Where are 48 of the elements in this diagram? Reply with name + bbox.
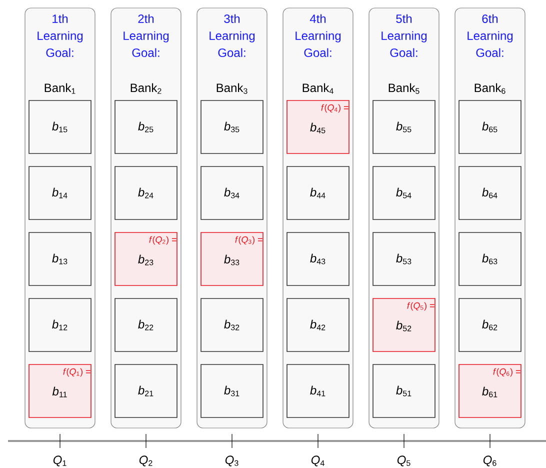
axis-label: Q$_{1}$ [53,456,66,466]
item-box: b$_{25}$ [114,100,178,154]
highlighted-item-box: f(Q$_{4}$) = b$_{45}$ [286,100,350,154]
axis-label: Q$_{3}$ [225,456,238,466]
item-box: b$_{22}$ [114,298,178,352]
item-box: b$_{54}$ [372,166,436,220]
item-box: b$_{31}$ [200,364,264,418]
item-box: b$_{64}$ [458,166,522,220]
item-box: b$_{65}$ [458,100,522,154]
item-box: b$_{32}$ [200,298,264,352]
item-box: b$_{43}$ [286,232,350,286]
highlighted-item-box: f(Q$_{2}$) = b$_{23}$ [114,232,178,286]
item-box: b$_{53}$ [372,232,436,286]
item-box: b$_{62}$ [458,298,522,352]
bank-label: Bank$_{2}$ [130,83,162,94]
column-heading: 2th Learning Goal: [124,14,169,57]
highlighted-item-box: f(Q$_{3}$) = b$_{33}$ [200,232,264,286]
item-box: b$_{63}$ [458,232,522,286]
column-heading: 5th Learning Goal: [382,14,427,57]
axis-label: Q$_{6}$ [483,456,496,466]
item-box: b$_{12}$ [28,298,92,352]
axis-label: Q$_{2}$ [139,456,152,466]
item-box: b$_{42}$ [286,298,350,352]
highlighted-item-box: f(Q$_{6}$) = b$_{61}$ [458,364,522,418]
bank-label: Bank$_{4}$ [302,83,334,94]
axis-label: Q$_{5}$ [397,456,410,466]
bank-label: Bank$_{6}$ [474,83,506,94]
column-heading: 3th Learning Goal: [210,14,255,57]
item-box: b$_{44}$ [286,166,350,220]
item-box: b$_{15}$ [28,100,92,154]
item-box: b$_{21}$ [114,364,178,418]
highlighted-item-box: f(Q$_{5}$) = b$_{52}$ [372,298,436,352]
item-box: b$_{55}$ [372,100,436,154]
item-box: b$_{13}$ [28,232,92,286]
bank-label: Bank$_{3}$ [216,83,248,94]
bank-label: Bank$_{1}$ [44,83,76,94]
item-box: b$_{24}$ [114,166,178,220]
item-box: b$_{41}$ [286,364,350,418]
item-box: b$_{51}$ [372,364,436,418]
bank-label: Bank$_{5}$ [388,83,420,94]
item-box: b$_{14}$ [28,166,92,220]
axis-label: Q$_{4}$ [311,456,324,466]
column-heading: 1th Learning Goal: [38,14,83,57]
item-box: b$_{35}$ [200,100,264,154]
column-heading: 4th Learning Goal: [296,14,341,57]
highlighted-item-box: f(Q$_{1}$) = b$_{11}$ [28,364,92,418]
column-heading: 6th Learning Goal: [468,14,513,57]
item-box: b$_{34}$ [200,166,264,220]
